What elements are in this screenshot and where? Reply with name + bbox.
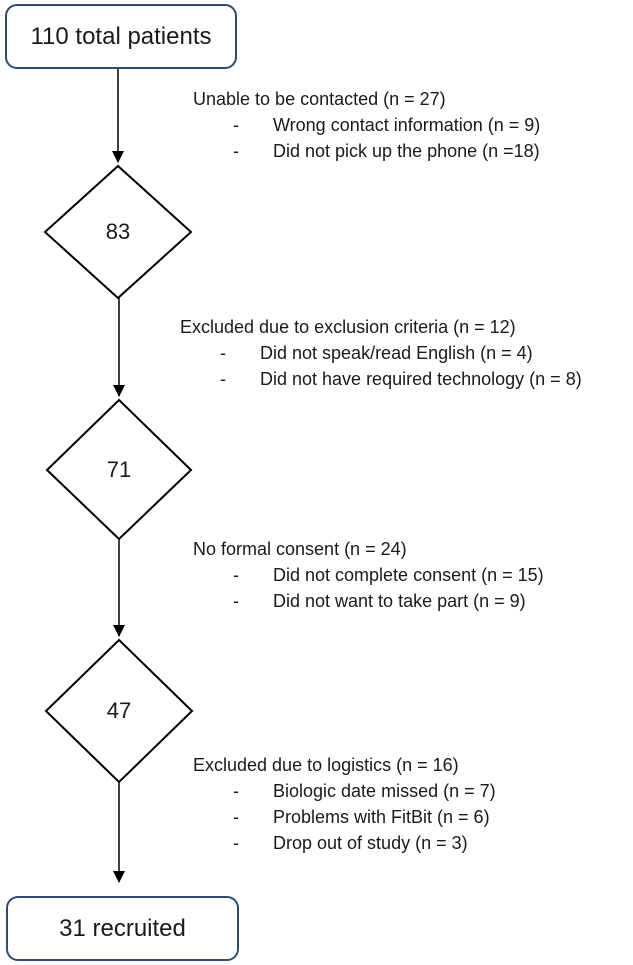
exclusion-list: Did not speak/read English (n = 4) Did n… (180, 340, 582, 392)
remaining-count-47: 47 (106, 698, 132, 723)
start-box: 110 total patients (5, 4, 237, 69)
exclusion-title: Excluded due to logistics (n = 16) (193, 755, 459, 775)
diamond-71 (45, 398, 193, 541)
exclusion-item: Did not have required technology (n = 8) (220, 366, 582, 392)
exclusion-item: Biologic date missed (n = 7) (233, 778, 496, 804)
exclusion-item: Did not pick up the phone (n =18) (233, 138, 540, 164)
exclusion-list: Biologic date missed (n = 7) Problems wi… (193, 778, 496, 856)
exclusion-list: Wrong contact information (n = 9) Did no… (193, 112, 540, 164)
remaining-count-83: 83 (105, 219, 131, 244)
exclusion-item: Did not want to take part (n = 9) (233, 588, 544, 614)
exclusion-title: Unable to be contacted (n = 27) (193, 89, 446, 109)
exclusion-note-2: Excluded due to exclusion criteria (n = … (180, 314, 582, 392)
diamond-83 (43, 164, 193, 300)
exclusion-title: No formal consent (n = 24) (193, 539, 407, 559)
start-box-label: 110 total patients (30, 22, 212, 50)
exclusion-item: Wrong contact information (n = 9) (233, 112, 540, 138)
exclusion-list: Did not complete consent (n = 15) Did no… (193, 562, 544, 614)
exclusion-item: Did not complete consent (n = 15) (233, 562, 544, 588)
exclusion-item: Problems with FitBit (n = 6) (233, 804, 496, 830)
exclusion-item: Did not speak/read English (n = 4) (220, 340, 582, 366)
diamond-47 (44, 638, 194, 784)
exclusion-item: Drop out of study (n = 3) (233, 830, 496, 856)
exclusion-note-3: No formal consent (n = 24) Did not compl… (193, 536, 544, 614)
exclusion-note-4: Excluded due to logistics (n = 16) Biolo… (193, 752, 496, 856)
end-box: 31 recruited (6, 896, 239, 961)
remaining-count-71: 71 (106, 457, 132, 482)
end-box-label: 31 recruited (59, 914, 186, 942)
exclusion-title: Excluded due to exclusion criteria (n = … (180, 317, 516, 337)
exclusion-note-1: Unable to be contacted (n = 27) Wrong co… (193, 86, 540, 164)
